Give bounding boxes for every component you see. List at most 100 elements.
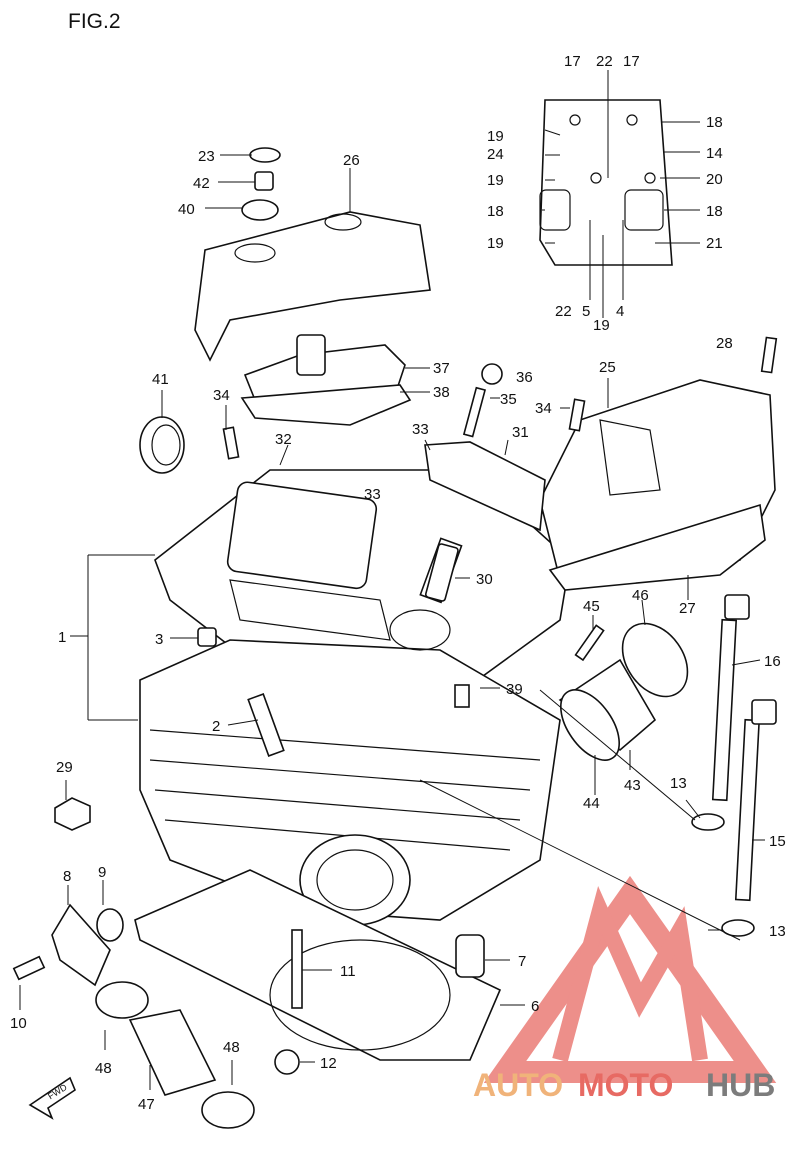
watermark-part1: AUTO <box>473 1067 563 1103</box>
callout-22-b: 22 <box>555 303 572 320</box>
nut-36 <box>481 363 503 385</box>
callout-46: 46 <box>632 587 649 604</box>
callout-34-a: 34 <box>213 387 230 404</box>
dowel-7 <box>455 934 485 978</box>
callout-28: 28 <box>716 335 733 352</box>
dowel-3 <box>197 627 217 647</box>
figure-title: FIG.2 <box>68 10 121 33</box>
callout-13-a: 13 <box>670 775 687 792</box>
callout-19-b: 19 <box>487 172 504 189</box>
callout-29: 29 <box>56 759 73 776</box>
callout-2: 2 <box>212 718 220 735</box>
washer-23 <box>249 147 281 163</box>
head-cover <box>194 211 431 362</box>
callout-23: 23 <box>198 148 215 165</box>
callout-19-d: 19 <box>593 317 610 334</box>
callout-11: 11 <box>340 963 356 980</box>
callout-27: 27 <box>679 600 696 617</box>
cylinder-head <box>139 469 571 926</box>
stud-bolt-15 <box>734 718 761 902</box>
callout-37: 37 <box>433 360 450 377</box>
callout-18-b: 18 <box>487 203 504 220</box>
callout-19-c: 19 <box>487 235 504 252</box>
callout-7: 7 <box>518 953 526 970</box>
callout-26: 26 <box>343 152 360 169</box>
callout-25: 25 <box>599 359 616 376</box>
callout-33-a: 33 <box>412 421 429 438</box>
washer-13-a <box>691 813 725 831</box>
rubber-pad <box>424 441 546 532</box>
plug-39 <box>454 684 470 708</box>
callout-48-b: 48 <box>223 1039 240 1056</box>
block-29 <box>54 797 91 831</box>
callout-labels: 1 2 3 4 5 6 7 8 9 10 11 12 13 13 14 15 1… <box>10 53 786 1113</box>
callout-36: 36 <box>516 369 533 386</box>
callout-43: 43 <box>624 777 641 794</box>
callout-32: 32 <box>275 431 292 448</box>
callout-18-a: 18 <box>706 114 723 131</box>
callout-48-a: 48 <box>95 1060 112 1077</box>
callout-17-b: 17 <box>623 53 640 70</box>
grommet-40 <box>241 199 279 221</box>
washer-13-b <box>721 919 755 937</box>
callout-17-a: 17 <box>564 53 581 70</box>
callout-40: 40 <box>178 201 195 218</box>
callout-15: 15 <box>769 833 786 850</box>
stud-35 <box>462 386 487 438</box>
callout-18-c: 18 <box>706 203 723 220</box>
watermark-part2: MOTO <box>578 1067 673 1103</box>
callout-22-a: 22 <box>596 53 613 70</box>
bolt-45 <box>574 624 605 662</box>
intake-gasket-44 <box>560 689 620 761</box>
callout-45: 45 <box>583 598 600 615</box>
spark-plug <box>424 543 459 602</box>
callout-10: 10 <box>10 1015 27 1032</box>
callout-1: 1 <box>58 629 66 646</box>
callout-6: 6 <box>531 998 539 1015</box>
o-ring-9 <box>96 908 124 942</box>
callout-33-b: 33 <box>364 486 381 503</box>
leader-lines <box>19 70 765 1090</box>
callout-4: 4 <box>616 303 624 320</box>
bolt-34-right <box>568 398 586 432</box>
fwd-arrow: FWD <box>28 1076 76 1120</box>
bolt-34-left <box>222 426 240 460</box>
stud-11 <box>291 929 303 1009</box>
callout-44: 44 <box>583 795 600 812</box>
clamp-48-lower <box>201 1091 255 1129</box>
water-union-8 <box>51 903 111 987</box>
watermark-logo <box>483 875 777 1083</box>
nut-12 <box>274 1049 300 1075</box>
callout-34-b: 34 <box>535 400 552 417</box>
bolt-10 <box>12 955 46 981</box>
callout-21: 21 <box>706 235 723 252</box>
head-gasket <box>134 869 502 1061</box>
callout-39: 39 <box>506 681 523 698</box>
callout-24: 24 <box>487 146 504 163</box>
clamp-48-upper <box>95 981 149 1019</box>
callout-42: 42 <box>193 175 210 192</box>
callout-8: 8 <box>63 868 71 885</box>
watermark-wordmark: AUTO MOTO HUB <box>473 1067 775 1103</box>
hose-47 <box>128 1009 217 1096</box>
callout-19-a: 19 <box>487 128 504 145</box>
callout-20: 20 <box>706 171 723 188</box>
bolt-28 <box>760 336 778 374</box>
callout-31: 31 <box>512 424 529 441</box>
intake-clamp-46 <box>621 622 689 698</box>
pipe-2 <box>247 693 285 757</box>
callout-14: 14 <box>706 145 723 162</box>
watermark-part3: HUB <box>706 1067 775 1103</box>
callout-12: 12 <box>320 1055 337 1072</box>
callout-47: 47 <box>138 1096 155 1113</box>
callout-5: 5 <box>582 303 590 320</box>
cover-gasket-plate <box>539 99 673 266</box>
callout-38: 38 <box>433 384 450 401</box>
callout-16: 16 <box>764 653 781 670</box>
callout-35: 35 <box>500 391 517 408</box>
callout-3: 3 <box>155 631 163 648</box>
callout-41: 41 <box>152 371 169 388</box>
collar-42 <box>254 171 274 191</box>
callout-30: 30 <box>476 571 493 588</box>
